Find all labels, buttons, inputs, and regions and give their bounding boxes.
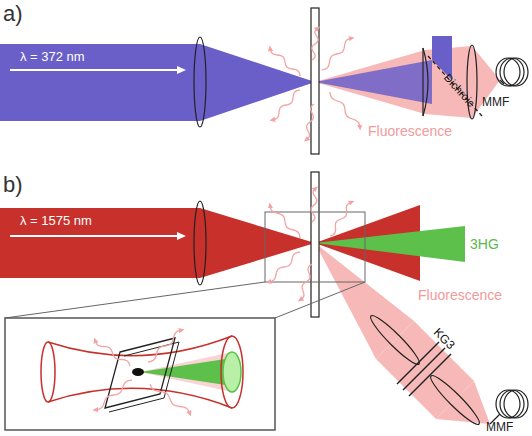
- fluorescence-rays: [95, 28, 360, 414]
- fluorescence-ray: [270, 205, 300, 238]
- fluorescence-ray: [95, 340, 130, 366]
- wavelength-label: λ = 372 nm: [20, 50, 85, 63]
- signal-label: Fluorescence: [368, 124, 452, 138]
- fluorescence-ray: [322, 38, 352, 70]
- fluorescence-ray: [311, 188, 317, 222]
- fluorescence-ray: [270, 48, 300, 76]
- signal-label: 3HG: [470, 237, 499, 251]
- fluorescence-ray: [268, 252, 300, 282]
- fluorescence-ray: [330, 202, 352, 236]
- fiber-label: MMF: [482, 96, 509, 108]
- panel-letter: a): [3, 3, 23, 25]
- signal-label: Fluorescence: [418, 288, 502, 302]
- fluorescence-ray: [330, 92, 360, 128]
- fluorescence-ray: [300, 264, 312, 300]
- fluorescence-ray: [150, 384, 190, 414]
- panel-letter: b): [3, 174, 23, 196]
- fiber-label: MMF: [486, 421, 513, 433]
- panel-a: [0, 8, 528, 154]
- fluorescence-ray: [272, 90, 300, 120]
- wavelength-label: λ = 1575 nm: [20, 214, 92, 227]
- fluorescence-ray: [148, 330, 182, 362]
- fluorescence-ray: [312, 28, 318, 60]
- fluorescence-ray: [306, 104, 314, 140]
- fluorescence-ray: [95, 380, 132, 410]
- inset: [5, 318, 275, 430]
